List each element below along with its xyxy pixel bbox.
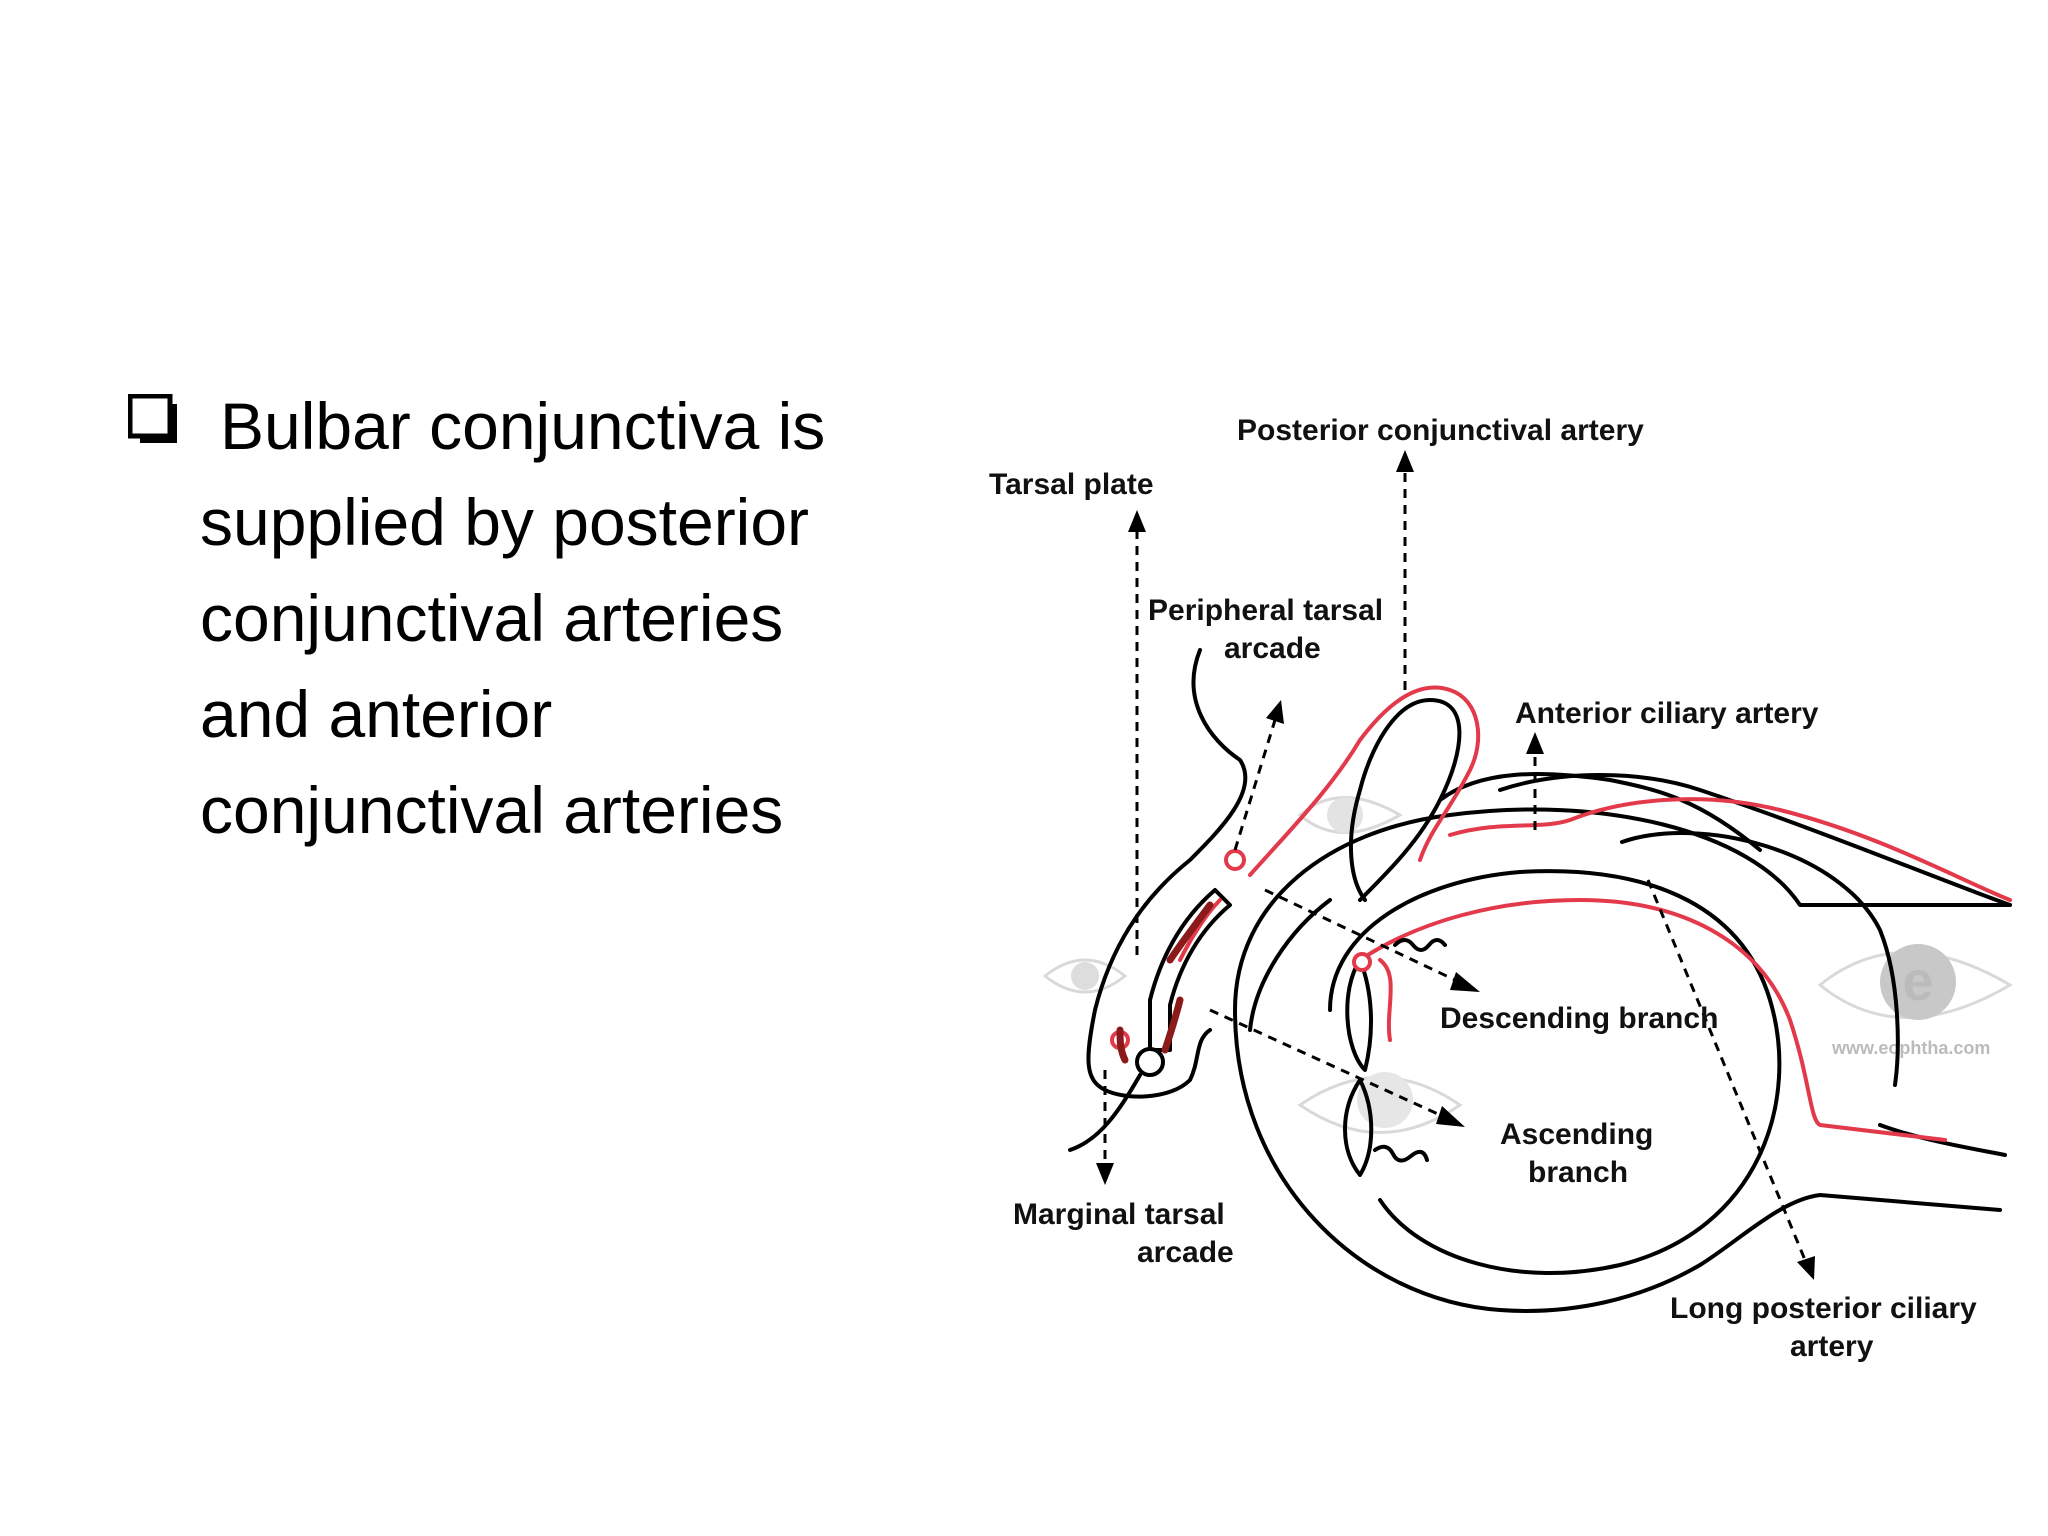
label-anterior-ciliary-artery: Anterior ciliary artery: [1515, 697, 1819, 730]
label-marginal-tarsal-arcade-2: arcade: [1137, 1236, 1234, 1269]
diagram-labels: Posterior conjunctival artery Tarsal pla…: [989, 414, 1977, 1363]
tarsal-plate: [1148, 888, 1232, 1052]
bullet-text-line-3: conjunctival arteries: [200, 581, 784, 655]
label-marginal-tarsal-arcade-1: Marginal tarsal: [1013, 1198, 1225, 1231]
pointer-arrows: [1096, 450, 1815, 1280]
watermark-logo-left: [1042, 958, 1128, 994]
label-long-posterior-ciliary-artery-2: artery: [1790, 1330, 1874, 1363]
bullet-text-line-1: Bulbar conjunctiva is: [220, 389, 826, 463]
label-descending-branch: Descending branch: [1440, 1002, 1718, 1035]
label-ascending-branch-2: branch: [1528, 1156, 1628, 1189]
eyeball: [1233, 807, 2012, 1313]
watermark-logo-right: e www.eophtha.com: [1817, 944, 2013, 1058]
watermark-url: www.eophtha.com: [1831, 1038, 1990, 1058]
label-long-posterior-ciliary-artery-1: Long posterior ciliary: [1670, 1292, 1977, 1325]
label-peripheral-tarsal-arcade-1: Peripheral tarsal: [1148, 594, 1383, 627]
label-peripheral-tarsal-arcade-2: arcade: [1224, 632, 1321, 665]
watermark-logo-center: [1297, 1072, 1463, 1134]
artery-paths: [1068, 685, 2012, 1163]
bullet-text-line-5: conjunctival arteries: [200, 773, 784, 847]
cornea-iris: [1343, 958, 1374, 1177]
label-tarsal-plate: Tarsal plate: [989, 468, 1154, 501]
bullet-text-line-4: and anterior: [200, 677, 553, 751]
bullet-text-line-2: supplied by posterior: [200, 485, 810, 559]
checkbox-bullet-icon: [128, 394, 177, 443]
label-ascending-branch-1: Ascending: [1500, 1118, 1653, 1151]
watermark-letter: e: [1902, 949, 1933, 1012]
eyelid: [1086, 648, 2012, 1099]
label-posterior-conjunctival-artery: Posterior conjunctival artery: [1237, 414, 1644, 447]
